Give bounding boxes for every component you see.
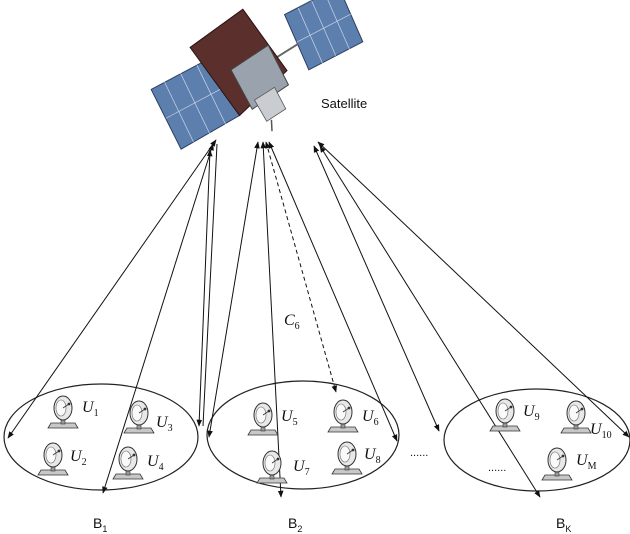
user-terminal-u1 (47, 395, 79, 429)
satellite-dish-icon (123, 400, 155, 434)
user-label-u8: U8 (364, 446, 381, 466)
beam-label-b2: B2 (288, 515, 302, 534)
user-label-um: UM (576, 452, 597, 472)
user-terminal-u9 (489, 398, 521, 432)
satellite-dish-icon (247, 402, 279, 436)
ellipsis-between-beams: ...... (410, 447, 428, 459)
user-terminal-u5 (247, 402, 279, 436)
beam-label-b1: B1 (93, 515, 107, 534)
satellite-icon (150, 0, 364, 150)
user-terminal-u3 (123, 400, 155, 434)
satellite-dish-icon (112, 446, 144, 480)
user-terminal-u6 (327, 399, 359, 433)
user-label-u4: U4 (147, 453, 164, 473)
satellite-dish-icon (489, 398, 521, 432)
satellite-dish-icon (331, 441, 363, 475)
user-label-u10: U10 (590, 421, 612, 441)
user-terminal-u10 (560, 400, 592, 434)
user-label-u9: U9 (523, 403, 540, 423)
user-label-u3: U3 (156, 414, 173, 434)
beam-label-bk: BK (556, 515, 571, 534)
satellite-label: Satellite (321, 96, 367, 111)
link-lines (7, 139, 630, 498)
satellite-dish-icon (560, 400, 592, 434)
satellite-dish-icon (327, 399, 359, 433)
satellite-dish-icon (256, 450, 288, 484)
ellipsis-users-bk: ...... (488, 462, 506, 474)
user-label-u7: U7 (293, 458, 310, 478)
user-label-u6: U6 (362, 408, 379, 428)
user-label-u1: U1 (82, 399, 99, 419)
user-terminal-u8 (331, 441, 363, 475)
user-label-u2: U2 (70, 448, 87, 468)
satellite-dish-icon (541, 447, 573, 481)
beam-region-b1 (3, 383, 199, 491)
user-terminal-um (541, 447, 573, 481)
user-label-u5: U5 (281, 408, 298, 428)
satellite-dish-icon (37, 442, 69, 476)
channel-label-c6: C6 (284, 312, 300, 332)
user-terminal-u7 (256, 450, 288, 484)
user-terminal-u2 (37, 442, 69, 476)
user-terminal-u4 (112, 446, 144, 480)
satellite-dish-icon (47, 395, 79, 429)
